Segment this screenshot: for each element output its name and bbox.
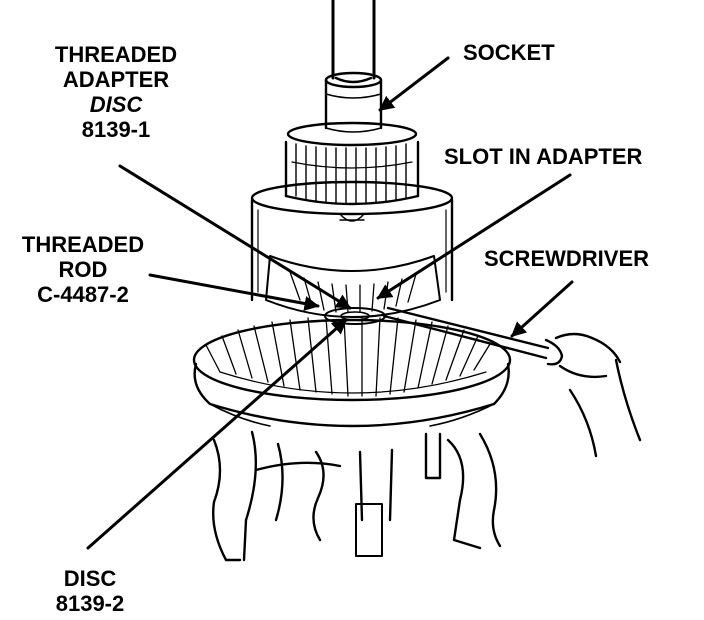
disc-8139-2-label: DISC 8139-2 bbox=[28, 566, 152, 616]
disc-bottom-line-1: DISC bbox=[63, 566, 117, 591]
socket-label: SOCKET bbox=[463, 40, 555, 65]
socket-label-text: SOCKET bbox=[463, 40, 555, 65]
threaded-adapter-line-2: ADAPTER bbox=[62, 67, 170, 92]
screwdriver bbox=[382, 306, 642, 458]
ring-gear bbox=[192, 317, 512, 428]
screwdriver-label: SCREWDRIVER bbox=[484, 246, 649, 271]
slot-in-adapter-label: SLOT IN ADAPTER bbox=[444, 144, 642, 169]
threaded-rod-line-2: ROD bbox=[58, 257, 108, 282]
adapter-housing bbox=[250, 180, 454, 302]
slot-in-adapter-label-text: SLOT IN ADAPTER bbox=[444, 144, 643, 169]
threaded-adapter-line-1: THREADED bbox=[54, 42, 178, 67]
screwdriver-label-text: SCREWDRIVER bbox=[484, 246, 650, 271]
threaded-rod-label: THREADED ROD C-4487-2 bbox=[0, 232, 166, 307]
socket-extension-bar bbox=[331, 0, 376, 84]
adapter-collar bbox=[284, 121, 420, 206]
threaded-rod-line-1: THREADED bbox=[21, 232, 145, 257]
threaded-adapter-line-3: DISC bbox=[89, 92, 143, 117]
disc-bottom-line-2: 8139-2 bbox=[55, 591, 125, 616]
threaded-adapter-line-4: 8139-1 bbox=[81, 117, 151, 142]
axle-housing bbox=[212, 430, 502, 562]
threaded-rod-line-3: C-4487-2 bbox=[37, 282, 129, 307]
pointer-lines bbox=[86, 56, 574, 550]
threaded-adapter-disc-label: THREADED ADAPTER DISC 8139-1 bbox=[28, 42, 204, 142]
